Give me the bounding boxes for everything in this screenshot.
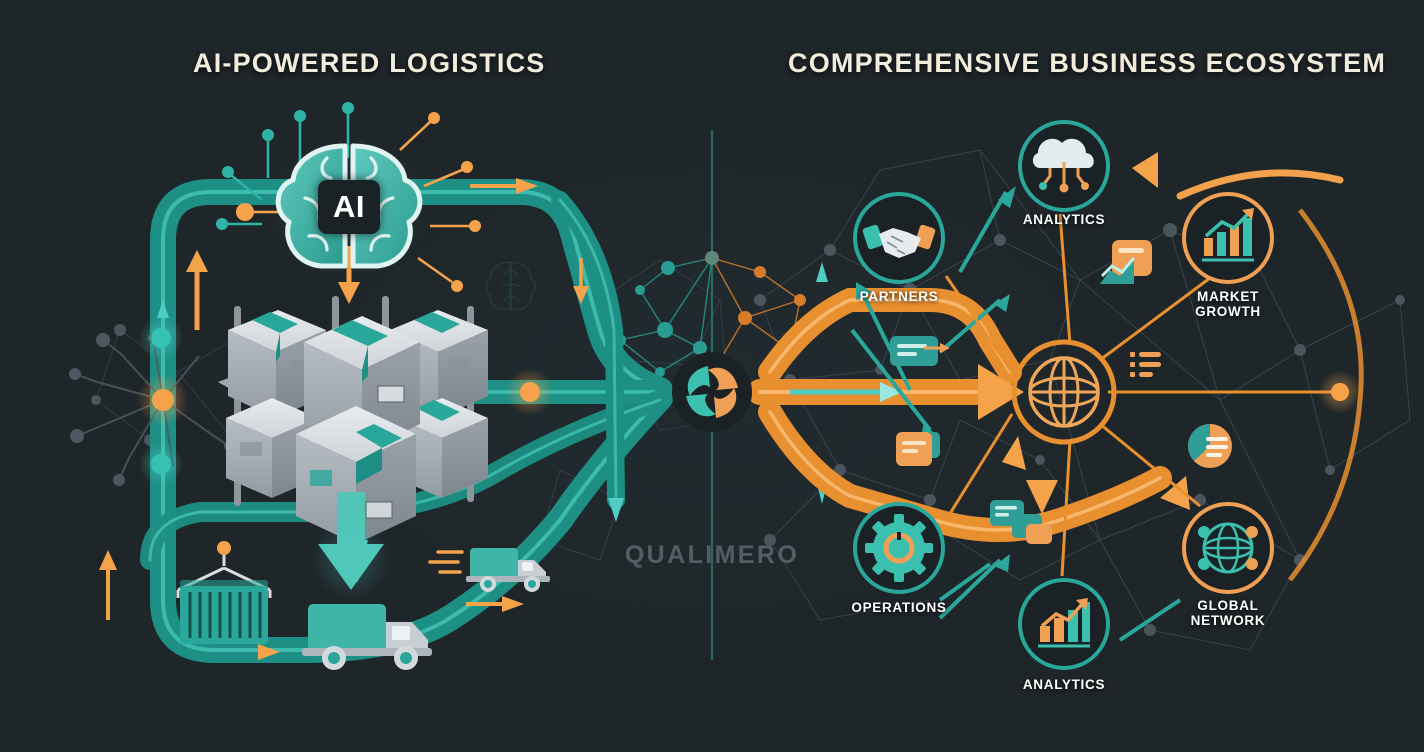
delivery-truck-icon bbox=[302, 604, 432, 670]
node-label-market-growth: Market Growth bbox=[1195, 289, 1261, 320]
node-label-partners: Partners bbox=[859, 289, 939, 304]
ui-card-stack bbox=[990, 500, 1052, 544]
orange-up-arrow-left bbox=[186, 250, 208, 330]
node-analytics-bottom bbox=[1018, 578, 1110, 670]
node-market-growth bbox=[1182, 192, 1274, 284]
right-panel-title: Comprehensive Business Ecosystem bbox=[788, 48, 1387, 78]
node-label-global-network: Global Network bbox=[1190, 598, 1266, 629]
ui-card-chart bbox=[1100, 240, 1152, 284]
pie-chart-icon bbox=[1188, 424, 1232, 468]
ai-chip-label: AI bbox=[333, 189, 365, 224]
shipping-container-crane-icon bbox=[176, 541, 272, 644]
ui-card-orange-mid bbox=[896, 432, 940, 466]
box bbox=[226, 398, 318, 498]
left-pipeline-flow bbox=[140, 179, 673, 663]
node-label-analytics-top: Analytics bbox=[1022, 212, 1106, 227]
neural-network-icon bbox=[69, 316, 234, 486]
fast-truck-icon bbox=[428, 548, 550, 592]
brand-watermark: QUALIMERO bbox=[624, 541, 800, 569]
node-partners bbox=[853, 192, 945, 284]
node-label-operations: Operations bbox=[851, 600, 947, 615]
qualimero-pinwheel-logo bbox=[672, 352, 752, 432]
node-operations bbox=[853, 502, 945, 594]
teal-down-arrow bbox=[311, 492, 391, 600]
node-label-analytics-bot: Analytics bbox=[1022, 677, 1106, 692]
ui-list-icon bbox=[1130, 352, 1161, 377]
ai-chip-badge: AI bbox=[318, 180, 380, 234]
node-analytics-top bbox=[1018, 120, 1110, 212]
left-panel-title: AI-Powered Logistics bbox=[193, 48, 546, 78]
globe-hub-icon bbox=[1011, 339, 1117, 445]
ui-card-teal-top bbox=[890, 336, 950, 366]
node-global-network bbox=[1182, 502, 1274, 594]
orange-up-arrow-bottom-left bbox=[99, 550, 117, 620]
hub-arrowhead bbox=[978, 364, 1024, 420]
